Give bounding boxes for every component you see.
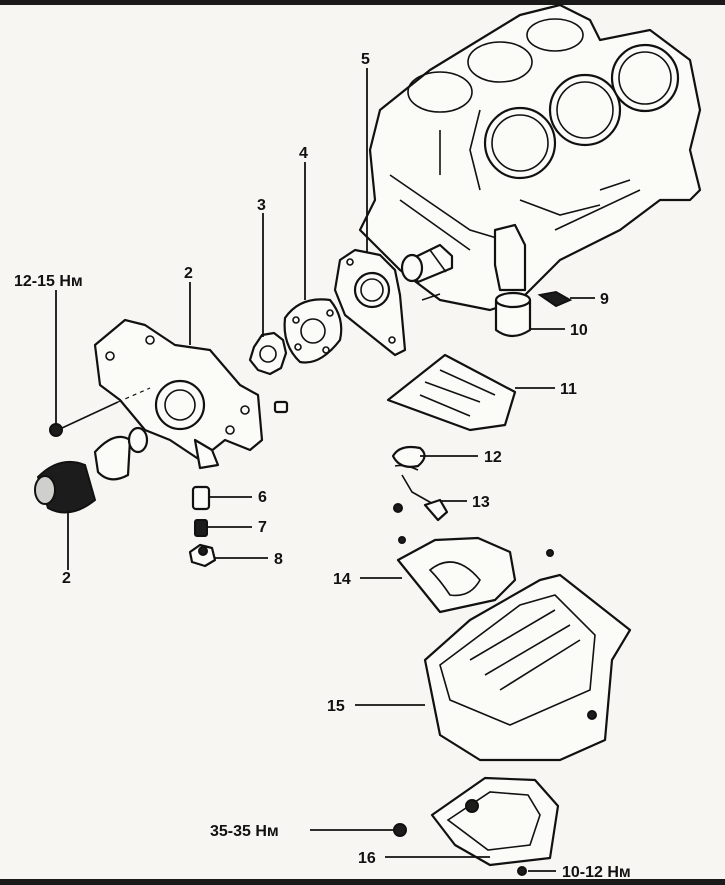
callout-13: 13: [472, 494, 490, 511]
filter-seal-plate: [93, 435, 132, 481]
callout-14: 14: [333, 571, 351, 588]
callout-6: 6: [258, 489, 267, 506]
relief-valve-piston: [191, 485, 211, 511]
torque-label-pan-bolts: 10-12 Нм: [562, 864, 631, 881]
front-cover-plate: [333, 248, 407, 357]
callout-10: 10: [570, 322, 588, 339]
oil-pan-gasket: [396, 536, 517, 614]
pump-plug: [273, 400, 289, 414]
oil-pressure-sensor: [537, 290, 573, 308]
callout-2-pump: 2: [184, 265, 193, 282]
callout-5: 5: [361, 51, 370, 68]
oil-pan-upper: [423, 549, 632, 762]
pump-rotor: [248, 331, 288, 376]
bottom-edge-bar: [0, 879, 725, 885]
callout-16: 16: [358, 850, 376, 867]
pump-gasket: [283, 298, 343, 364]
callout-9: 9: [600, 291, 609, 308]
callout-7: 7: [258, 519, 267, 536]
oil-pan-lower: [393, 776, 560, 876]
baffle-plate: [386, 353, 517, 432]
callout-4: 4: [299, 145, 308, 162]
oil-strainer: [393, 474, 449, 522]
oil-filter-front: [34, 461, 97, 514]
pickup-gasket: [391, 445, 426, 471]
engine-block: [358, 3, 702, 312]
callout-8: 8: [274, 551, 283, 568]
callout-15: 15: [327, 698, 345, 715]
callout-3: 3: [257, 197, 266, 214]
dowel-pin: [421, 293, 441, 301]
callout-11: 11: [560, 381, 577, 398]
filter-o-ring: [127, 426, 149, 454]
relief-valve-plug: [188, 543, 217, 568]
callout-12: 12: [484, 449, 502, 466]
torque-label-drain-plug: 35-35 Нм: [210, 823, 279, 840]
relief-valve-spring: [194, 519, 208, 537]
top-edge-bar: [0, 0, 725, 5]
torque-label-pump-bolt: 12-15 Нм: [14, 273, 83, 290]
oil-pump-body: [93, 318, 264, 470]
oil-filter-engine: [494, 291, 532, 338]
callout-2-filter: 2: [62, 570, 71, 587]
